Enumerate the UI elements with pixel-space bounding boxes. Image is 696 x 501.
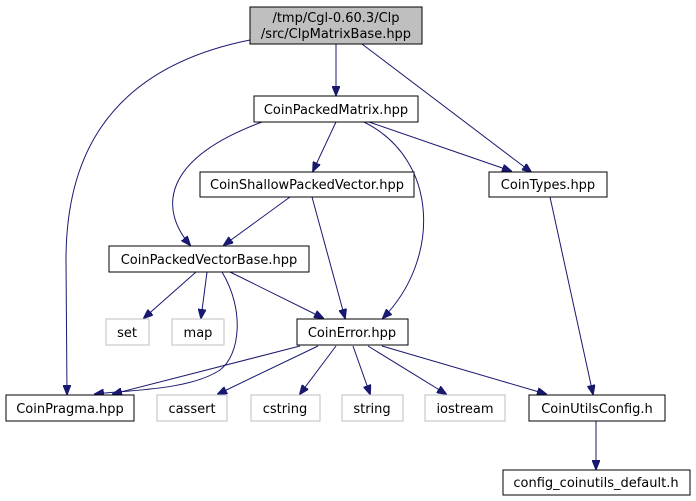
edge-error-to-pragma	[113, 345, 301, 394]
edge-vector-base-to-map	[201, 271, 208, 318]
node-cstring: cstring	[250, 394, 321, 422]
node-iostream-label: iostream	[436, 402, 493, 417]
node-set-label: set	[117, 326, 137, 341]
edge-root-to-pragma	[66, 39, 251, 394]
node-cassert: cassert	[156, 394, 228, 422]
edge-error-to-utils-config	[381, 345, 546, 394]
node-error[interactable]: CoinError.hpp	[296, 318, 409, 346]
node-map: map	[171, 318, 225, 346]
edge-error-to-string	[352, 345, 370, 394]
node-map-label: map	[184, 326, 213, 341]
node-shallow-vector[interactable]: CoinShallowPackedVector.hpp	[199, 171, 415, 198]
node-iostream: iostream	[424, 394, 506, 422]
node-string: string	[341, 394, 404, 422]
node-cassert-label: cassert	[168, 402, 215, 417]
node-pragma-label: CoinPragma.hpp	[16, 402, 124, 417]
node-vector-base-label: CoinPackedVectorBase.hpp	[121, 253, 298, 268]
edge-shallow-vector-to-error	[311, 196, 345, 318]
edge-error-to-cassert	[218, 345, 319, 394]
edge-vector-base-to-pragma	[95, 271, 238, 394]
edge-error-to-iostream	[367, 345, 446, 394]
edge-packed-matrix-to-shallow-vector	[313, 121, 337, 171]
node-string-label: string	[353, 402, 390, 417]
edge-packed-matrix-to-error	[363, 121, 425, 318]
node-packed-matrix[interactable]: CoinPackedMatrix.hpp	[253, 95, 419, 123]
node-root: /tmp/Cgl-0.60.3/Clp /src/ClpMatrixBase.h…	[249, 6, 423, 45]
edge-vector-base-to-set	[144, 271, 197, 318]
edge-vector-base-to-error	[229, 271, 323, 318]
edge-shallow-vector-to-vector-base	[224, 196, 291, 245]
node-types[interactable]: CoinTypes.hpp	[488, 171, 608, 198]
node-config-default[interactable]: config_coinutils_default.h	[502, 469, 691, 496]
nodes: /tmp/Cgl-0.60.3/Clp /src/ClpMatrixBase.h…	[5, 6, 691, 496]
node-config-default-label: config_coinutils_default.h	[513, 476, 678, 491]
node-packed-matrix-label: CoinPackedMatrix.hpp	[264, 103, 408, 118]
node-shallow-vector-label: CoinShallowPackedVector.hpp	[210, 178, 404, 193]
edge-packed-matrix-to-types	[368, 121, 511, 171]
node-types-label: CoinTypes.hpp	[501, 178, 595, 193]
node-utils-config[interactable]: CoinUtilsConfig.h	[528, 394, 666, 422]
edge-packed-matrix-to-vector-base	[172, 121, 263, 245]
node-vector-base[interactable]: CoinPackedVectorBase.hpp	[108, 245, 310, 273]
edge-error-to-cstring	[300, 345, 337, 394]
node-root-line-2: /src/ClpMatrixBase.hpp	[261, 27, 411, 42]
node-set: set	[105, 318, 150, 346]
edge-types-to-utils-config	[549, 196, 593, 394]
edge-root-to-types	[361, 43, 531, 172]
node-error-label: CoinError.hpp	[308, 326, 396, 341]
edges	[66, 39, 596, 469]
node-cstring-label: cstring	[263, 402, 307, 417]
node-utils-config-label: CoinUtilsConfig.h	[541, 402, 653, 417]
node-root-line-1: /tmp/Cgl-0.60.3/Clp	[272, 11, 399, 26]
node-pragma[interactable]: CoinPragma.hpp	[5, 394, 135, 422]
